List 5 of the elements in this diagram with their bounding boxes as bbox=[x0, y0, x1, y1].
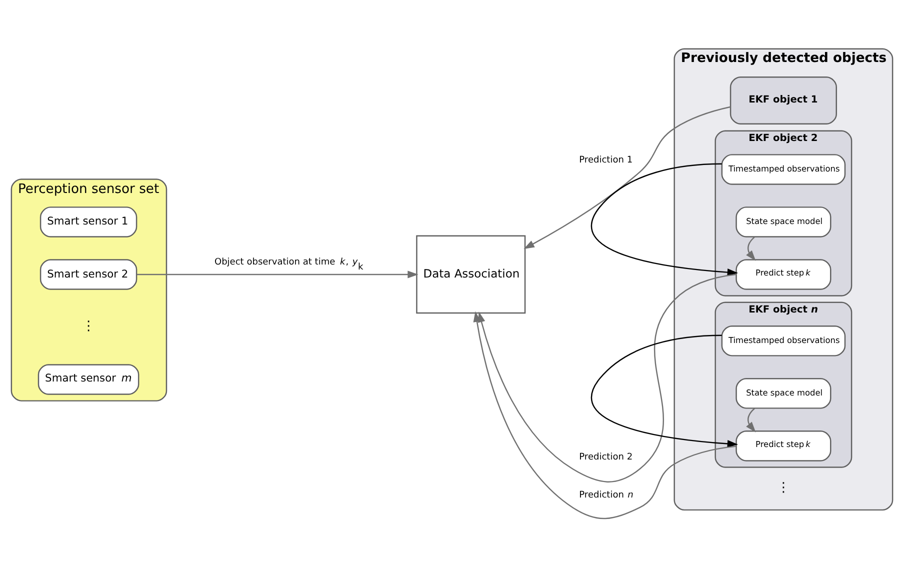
label: ⋮ bbox=[82, 319, 96, 334]
edge-label: Prediction 2 bbox=[579, 452, 633, 463]
edge-label: Prediction 1 bbox=[579, 156, 633, 166]
label: ⋮ bbox=[776, 480, 790, 496]
edge-label: Prediction n bbox=[579, 490, 634, 500]
